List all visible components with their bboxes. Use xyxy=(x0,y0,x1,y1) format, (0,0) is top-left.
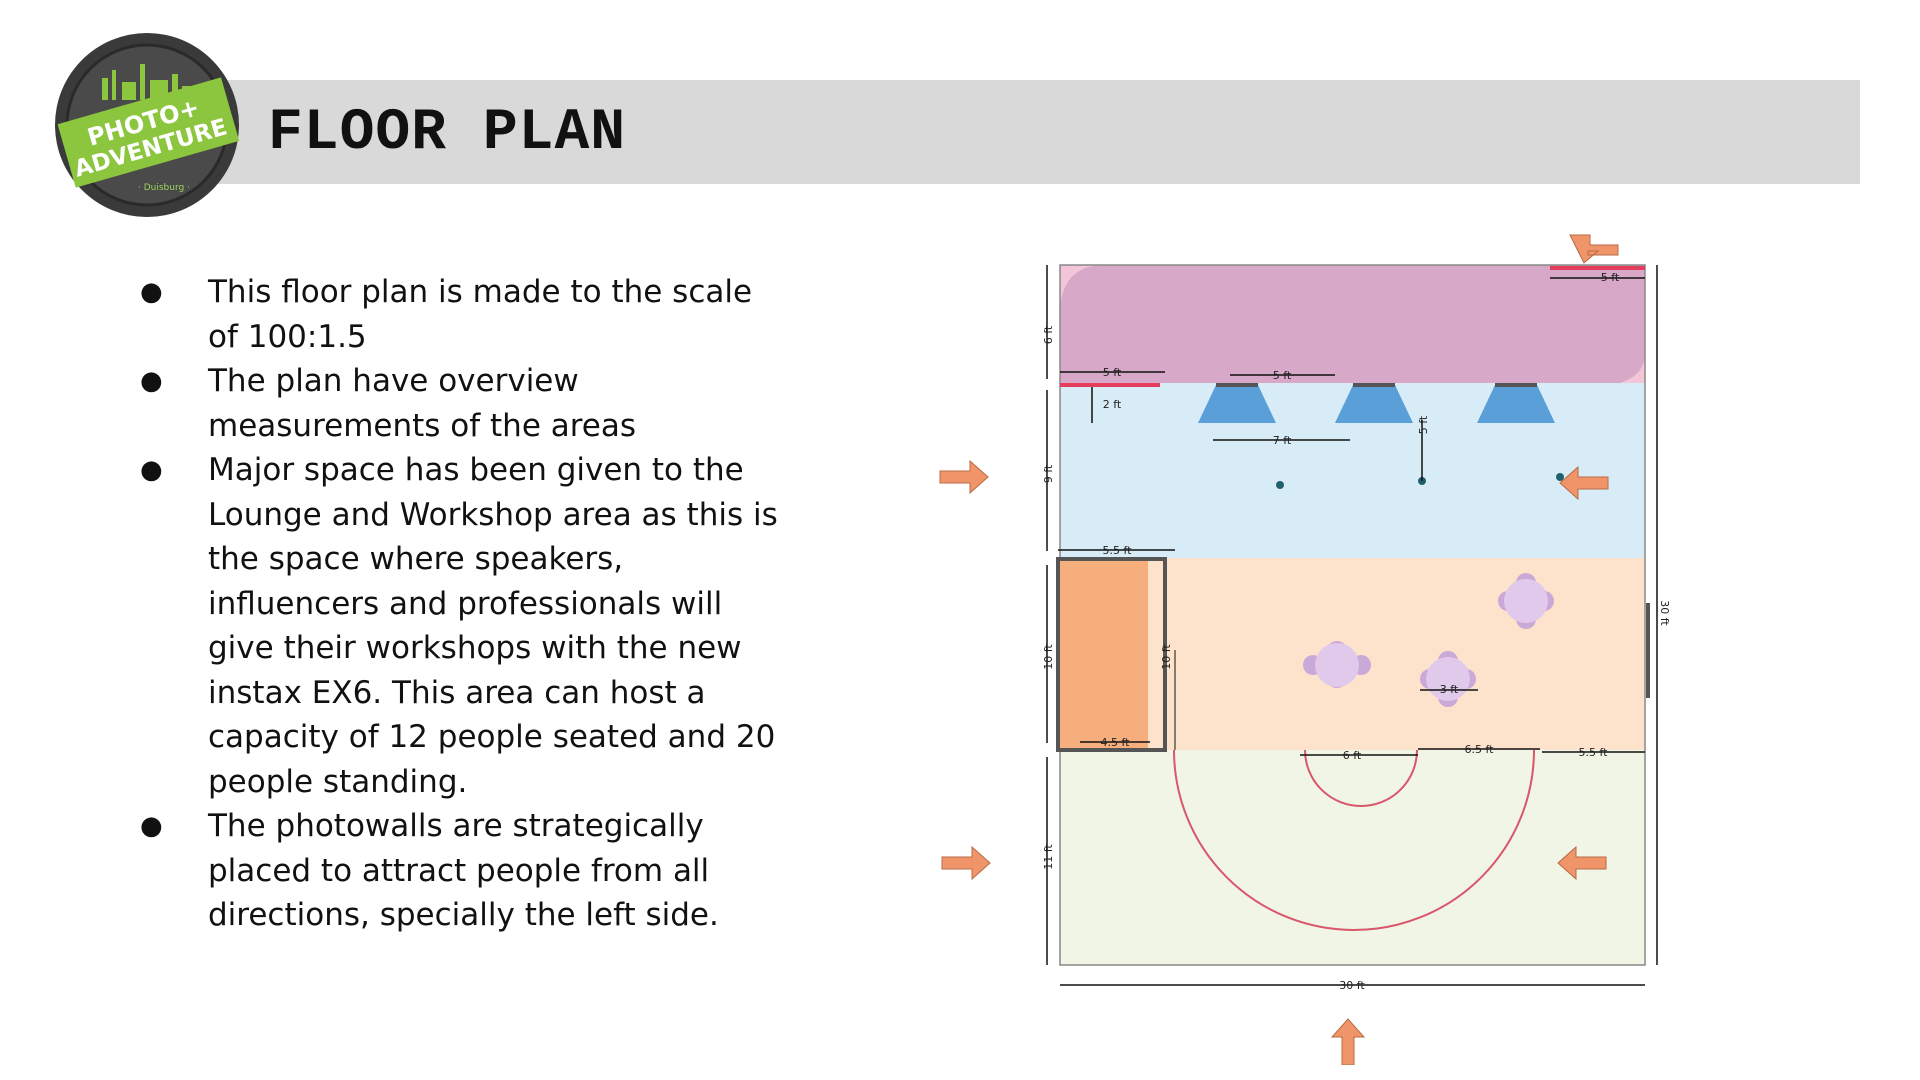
zone-workshop xyxy=(1060,750,1645,965)
bullet-list: ●This floor plan is made to the scale of… xyxy=(140,270,780,938)
workshop-arc-small xyxy=(1304,749,1418,807)
dim-arc-6-5: 6.5 ft xyxy=(1465,743,1495,756)
title-bar xyxy=(180,80,1860,184)
arrow-bottom xyxy=(1330,1018,1366,1065)
dim-left-10: 10 ft xyxy=(1042,644,1055,670)
bullet-item: ●The photowalls are strategically placed… xyxy=(140,808,719,933)
dim-wall-2: 2 ft xyxy=(1103,398,1122,411)
dim-wall-5: 5 ft xyxy=(1103,366,1122,379)
dim-right-5-5: 5.5 ft xyxy=(1579,746,1609,759)
dim-stage-4-5: 4.5 ft xyxy=(1101,736,1131,749)
dim-right-30: 30 ft xyxy=(1658,600,1671,626)
dim-left-6: 6 ft xyxy=(1042,325,1055,344)
workshop-arc-large xyxy=(1173,749,1535,931)
bullet-item: ●This floor plan is made to the scale of… xyxy=(140,274,753,355)
dim-arc-6: 6 ft xyxy=(1343,749,1362,762)
bullet-item: ●The plan have overview measurements of … xyxy=(140,363,637,444)
dim-table-7: 7 ft xyxy=(1273,434,1292,447)
bullet-text: The plan have overview measurements of t… xyxy=(208,363,637,444)
dim-chairs-3: 3 ft xyxy=(1440,683,1459,696)
dim-stage-10: 10 ft xyxy=(1160,644,1173,670)
logo-city: · Duisburg · xyxy=(138,183,190,193)
dim-table-5: 5 ft xyxy=(1273,369,1292,382)
dim-left-9: 9 ft xyxy=(1042,464,1055,483)
table-group xyxy=(1198,385,1555,423)
bullet-text: Major space has been given to the Lounge… xyxy=(208,452,778,800)
bullet-text: The photowalls are strategically placed … xyxy=(208,808,719,933)
stage-area xyxy=(1060,561,1148,748)
floor-plan-diagram: 6 ft 9 ft 10 ft 11 ft 30 ft 30 ft 5 ft 5… xyxy=(939,234,1671,1065)
stage-outline xyxy=(1056,557,1167,752)
right-wall-bar xyxy=(1646,603,1650,698)
dim-stage-5-5: 5.5 ft xyxy=(1103,544,1133,557)
zone-photowall xyxy=(1060,265,1645,383)
dim-vert-5: 5 ft xyxy=(1417,415,1430,434)
arrow-right-upper xyxy=(1559,465,1609,501)
entrance-arrow-group xyxy=(939,234,1619,1065)
photo-adventure-logo: PHOTO+ ADVENTURE · Duisburg · xyxy=(55,33,240,217)
page-title: FLOOR PLAN xyxy=(268,101,627,166)
dim-top-right-5: 5 ft xyxy=(1601,271,1620,284)
bullet-item: ●Major space has been given to the Loung… xyxy=(140,452,778,800)
dim-left-11: 11 ft xyxy=(1042,844,1055,870)
arrow-right-lower xyxy=(1557,845,1607,881)
arrow-top-right xyxy=(1569,234,1619,264)
arrow-left-lower xyxy=(941,845,991,881)
arrow-left-upper xyxy=(939,459,989,495)
dim-bottom-30: 30 ft xyxy=(1339,979,1365,992)
bullet-text: This floor plan is made to the scale of … xyxy=(208,274,753,355)
